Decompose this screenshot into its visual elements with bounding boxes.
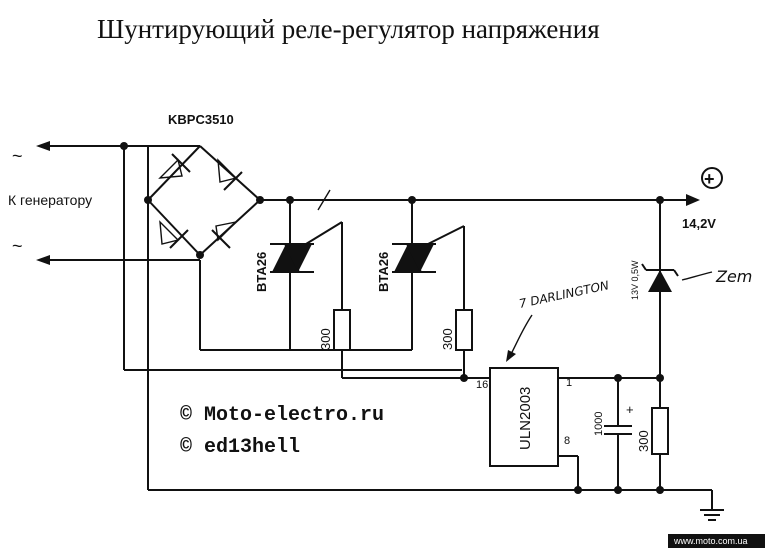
copyright-line-1: © Moto-electro.ru	[180, 404, 384, 427]
positive-rail: + 14,2V	[260, 167, 723, 231]
zener-label: 13V 0,5W	[630, 260, 640, 300]
ac-symbol-bottom: ~	[12, 236, 23, 256]
res1-label: 300	[318, 328, 333, 350]
cap-label: 1000	[593, 412, 605, 436]
zener-note: Zem	[715, 267, 752, 286]
cap-plus: +	[626, 402, 634, 417]
ac-symbol-top: ~	[12, 146, 23, 166]
triac-1: BTA26	[254, 189, 343, 350]
resistor-2: 300	[440, 309, 490, 382]
pin16-label: 16	[476, 379, 488, 391]
diode-bridge: KBPC3510	[120, 112, 462, 490]
generator-inputs: ~ ~ К генератору	[8, 141, 200, 265]
capacitor: 1000 +	[593, 374, 634, 490]
resistor-3: 300	[636, 378, 669, 490]
uln2003-chip: ULN2003 16 1 8 7 DARLINGTON	[476, 278, 660, 490]
pin1-label: 1	[566, 377, 572, 389]
plus-symbol: +	[704, 169, 715, 189]
res2-label: 300	[440, 328, 455, 350]
copyright-line-2: © ed13hell	[180, 436, 300, 459]
diagram-title: Шунтирующий реле-регулятор напряжения	[97, 14, 600, 44]
triac-2: BTA26	[376, 200, 465, 350]
res3-label: 300	[636, 430, 651, 452]
output-voltage: 14,2V	[682, 216, 716, 231]
generator-label: К генератору	[8, 192, 92, 208]
pin8-label: 8	[564, 435, 570, 447]
footer-url: www.moto.com.ua	[673, 536, 748, 546]
resistor-1: 300	[318, 309, 462, 379]
ic-label: ULN2003	[517, 387, 534, 450]
triac1-label: BTA26	[254, 252, 269, 292]
triac2-label: BTA26	[376, 252, 391, 292]
bridge-label: KBPC3510	[168, 112, 234, 127]
zener-diode: 13V 0,5W Zem	[630, 200, 752, 382]
footer-bar	[668, 534, 765, 548]
ground-rail	[148, 486, 724, 521]
ic-note: 7 DARLINGTON	[518, 278, 610, 311]
